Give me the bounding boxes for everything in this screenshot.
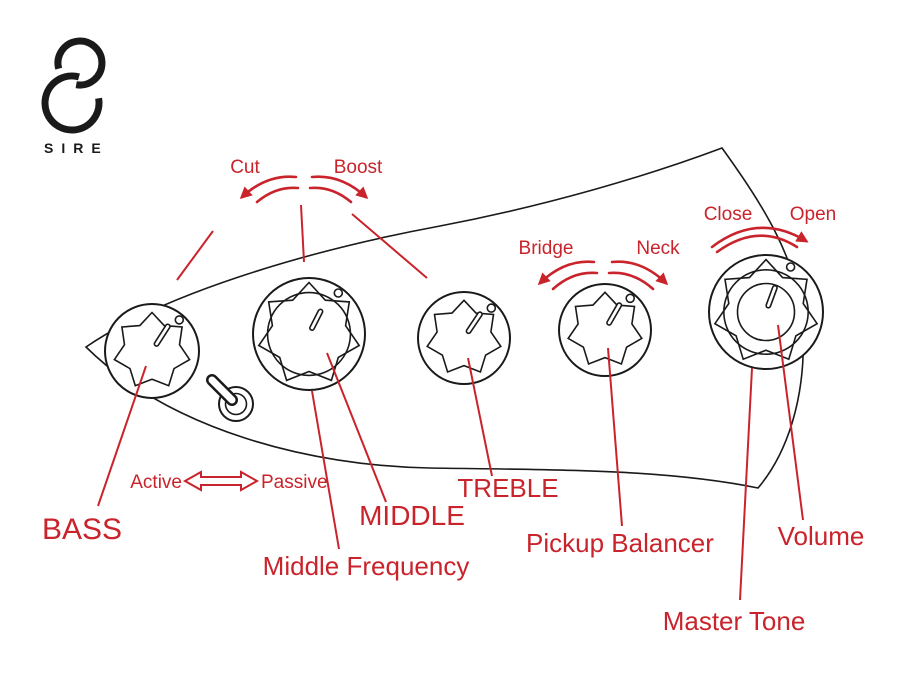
active-passive-double-arrow	[182, 470, 260, 492]
leader-volume	[777, 324, 804, 521]
treble-label: TREBLE	[457, 473, 558, 503]
leader-master-tone	[739, 367, 753, 601]
leader-cutboost-to-middle	[300, 204, 305, 263]
middle-label: MIDDLE	[359, 500, 465, 531]
leader-bass	[97, 365, 147, 507]
switch-base-inner	[224, 392, 248, 416]
knob-rim-dot	[625, 293, 636, 304]
boost-arrow-inner	[308, 186, 353, 204]
knob-rim-dot	[785, 262, 796, 272]
sire-logo-bottom-loop	[41, 72, 103, 134]
knob-layer	[104, 254, 824, 399]
master-tone-label: Master Tone	[663, 606, 806, 636]
neck-arrow-inner	[607, 271, 655, 291]
neck-label: Neck	[636, 238, 680, 259]
pickup-balancer-label: Pickup Balancer	[526, 528, 714, 558]
active-label: Active	[130, 472, 182, 493]
treble-knob	[417, 291, 511, 385]
middle-frequency-label: Middle Frequency	[263, 551, 470, 581]
close-label: Close	[704, 204, 753, 225]
leader-pickup-balancer	[607, 347, 623, 527]
sire-logo-top-loop	[54, 37, 106, 89]
open-label: Open	[790, 204, 836, 225]
leader-middle-frequency	[311, 390, 340, 550]
close-open-arrow	[710, 226, 809, 249]
bass-knob	[104, 303, 200, 399]
passive-label: Passive	[261, 472, 328, 493]
sire-logo: SIRE	[41, 37, 109, 156]
switch-lever-fill	[208, 376, 236, 404]
boost-label: Boost	[334, 157, 383, 178]
bridge-arrow-inner	[551, 271, 599, 291]
leader-middle	[326, 352, 387, 503]
pickup-balancer-knob	[558, 283, 652, 377]
bridge-label: Bridge	[519, 238, 574, 259]
switch-base-outer	[218, 386, 254, 422]
close-open-arrow-inner	[715, 234, 799, 254]
leader-cutboost-to-bass	[176, 230, 214, 281]
active-passive-switch	[206, 374, 254, 422]
rotation-arrows	[239, 175, 809, 291]
knob-rim-dot	[333, 288, 344, 298]
cut-arrow	[239, 175, 298, 200]
leader-treble	[467, 357, 493, 477]
boost-arrow	[310, 175, 369, 200]
neck-arrow	[610, 260, 669, 286]
knob-rim-dot	[174, 315, 185, 325]
bass-label: BASS	[42, 513, 122, 546]
volume-master-tone-knob	[708, 254, 824, 370]
middle-frequency-knob	[252, 277, 366, 391]
leader-cutboost-to-treble	[351, 213, 428, 279]
leader-lines	[97, 204, 804, 601]
bridge-arrow	[537, 260, 596, 286]
knob-rim-dot	[486, 303, 497, 313]
cut-label: Cut	[230, 157, 260, 178]
sire-logo-text: SIRE	[44, 140, 109, 156]
volume-label: Volume	[778, 521, 865, 551]
cut-arrow-inner	[255, 186, 300, 204]
